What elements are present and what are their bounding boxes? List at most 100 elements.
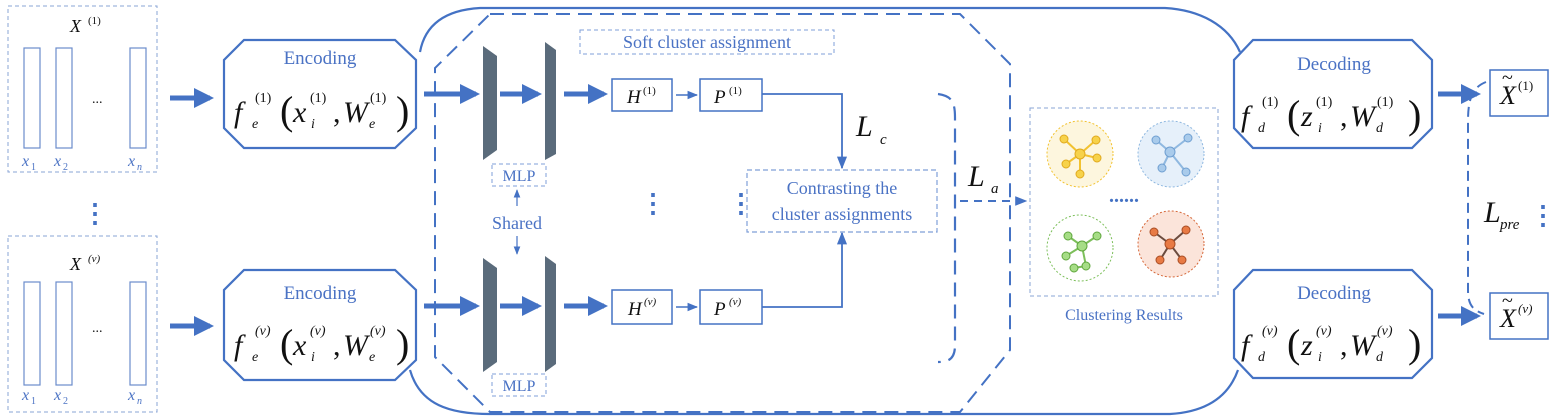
soft-cluster-title: Soft cluster assignment <box>623 32 791 52</box>
columns-ellipsis: ... <box>92 321 103 336</box>
x1-label: x <box>21 387 29 404</box>
decoder-bottom-close-paren: ) <box>1408 321 1421 366</box>
mlp-bottom-label-box <box>491 373 547 397</box>
encoder-bottom-x-sub: i <box>311 350 315 365</box>
decoder-bottom-z-sup: (v) <box>1316 324 1332 339</box>
h-top-box <box>611 78 673 112</box>
feature-column-1 <box>23 47 41 149</box>
p-bottom-label: P <box>713 299 726 320</box>
p-top-label: P <box>713 87 726 108</box>
x1-sub: 1 <box>31 162 36 173</box>
lpre-dashed-connector <box>1467 81 1487 315</box>
encoder-top-w-sub: e <box>369 117 375 132</box>
decoder-top-z-sup: (1) <box>1316 95 1333 110</box>
cluster-green <box>1046 214 1114 282</box>
encoder-bottom-w-sub: e <box>369 350 375 365</box>
output-bottom-sup: (v) <box>1518 301 1532 316</box>
feature-column-n <box>129 281 147 386</box>
clustering-results-label: Clustering Results <box>1065 307 1183 324</box>
decoder-top-close-paren: ) <box>1408 92 1421 137</box>
encoder-top-open-paren: ( <box>280 88 293 133</box>
decoder-bottom-f-sub: d <box>1258 350 1266 365</box>
encoder-bottom-comma: , <box>333 329 341 362</box>
soft-cluster-title-box <box>579 29 835 55</box>
mlp-top-layer-2 <box>545 42 556 160</box>
cluster-yellow <box>1046 120 1114 188</box>
encoder-top-w-sup: (1) <box>370 91 387 106</box>
decoder-top-label: Decoding <box>1297 54 1371 75</box>
shared-label: Shared <box>492 213 542 233</box>
mlp-top-label-box <box>491 163 547 187</box>
decoder-top-f-sub: d <box>1258 121 1266 136</box>
encoder-bottom-open-paren: ( <box>280 321 293 366</box>
h-bottom-label: H <box>627 299 643 320</box>
p-top-to-contrast-connector <box>762 93 848 170</box>
decoder-top-w: W <box>1350 100 1378 133</box>
encoder-top-f-sub: e <box>252 117 258 132</box>
mlp-bottom-layer-1 <box>483 258 497 372</box>
xn-sub: n <box>137 396 142 407</box>
x2-label: x <box>53 387 61 404</box>
encoder-top-x-sup: (1) <box>310 91 327 106</box>
output-top-tilde: ~ <box>1502 67 1513 89</box>
la-sub: a <box>991 181 999 197</box>
x2-sub: 2 <box>63 162 68 173</box>
decoder-bottom: Decoding f (v) d ( z (v) i , W (v) d ) <box>1232 268 1434 380</box>
clustering-results-panel <box>1029 107 1219 297</box>
contrast-dashed-bracket <box>937 92 957 364</box>
outputs-side-ellipsis: ⋮ <box>1530 201 1555 230</box>
encoder-bottom-f-sup: (v) <box>255 324 271 339</box>
mlp-bottom-layer-2 <box>545 256 556 372</box>
contrast-box <box>746 169 938 233</box>
x1-sub: 1 <box>31 396 36 407</box>
lpre-label: L <box>1483 196 1501 229</box>
p-bottom-to-contrast-connector <box>762 231 848 308</box>
output-top-sup: (1) <box>1518 78 1533 93</box>
encoder-top-x: x <box>292 96 307 129</box>
xn-label: x <box>127 153 135 170</box>
view-v-title-sup: (v) <box>88 253 101 265</box>
encoder-top-x-sub: i <box>311 117 315 132</box>
encoder-top-w: W <box>343 96 371 129</box>
h-top-label: H <box>626 87 642 108</box>
output-bottom: X ~ (v) <box>1489 290 1549 340</box>
decoder-bottom-w-sup: (v) <box>1377 324 1393 339</box>
encoder-bottom-x: x <box>292 329 307 362</box>
contrast-line-1: Contrasting the <box>787 178 898 198</box>
xn-label: x <box>127 387 135 404</box>
view-1-input-panel: X (1) ... x 1 x 2 x n <box>7 5 158 173</box>
decoder-top-comma: , <box>1340 100 1348 133</box>
decoder-bottom-label: Decoding <box>1297 283 1371 304</box>
contrast-line-2: cluster assignments <box>772 204 912 224</box>
encoder-bottom-label: Encoding <box>284 283 357 304</box>
output-bottom-tilde: ~ <box>1502 290 1513 312</box>
output-bottom-label: X <box>1499 304 1517 333</box>
lpre-sub: pre <box>1499 217 1520 233</box>
decoder-bottom-open-paren: ( <box>1287 321 1300 366</box>
encoder-top-label: Encoding <box>284 48 357 69</box>
p-top-sup: (1) <box>729 85 742 97</box>
p-bottom-sup: (v) <box>729 296 742 308</box>
soft-cluster-frame <box>434 13 1011 413</box>
decoder-bottom-w: W <box>1350 329 1378 362</box>
decoder-bottom-comma: , <box>1340 329 1348 362</box>
xn-sub: n <box>137 162 142 173</box>
decoder-top-open-paren: ( <box>1287 92 1300 137</box>
output-top-label: X <box>1499 81 1517 110</box>
p-top-box <box>699 78 763 112</box>
cluster-orange <box>1137 210 1205 278</box>
h-bottom-box <box>611 289 673 325</box>
output-top: X ~ (1) <box>1489 67 1549 117</box>
h-top-sup: (1) <box>643 85 656 97</box>
decoder-top-z: z <box>1300 100 1313 133</box>
mlp-bottom-label: MLP <box>503 378 536 395</box>
lc-label: L <box>855 110 873 143</box>
decoder-bottom-w-sub: d <box>1376 350 1384 365</box>
view-1-title-sup: (1) <box>88 15 101 27</box>
more-clusters-ellipsis: ...... <box>1109 185 1139 207</box>
decoder-bottom-f-sup: (v) <box>1262 324 1278 339</box>
mlp-top-label: MLP <box>503 168 536 185</box>
columns-ellipsis: ... <box>92 92 103 107</box>
x2-sub: 2 <box>63 396 68 407</box>
feature-column-2 <box>55 47 73 149</box>
